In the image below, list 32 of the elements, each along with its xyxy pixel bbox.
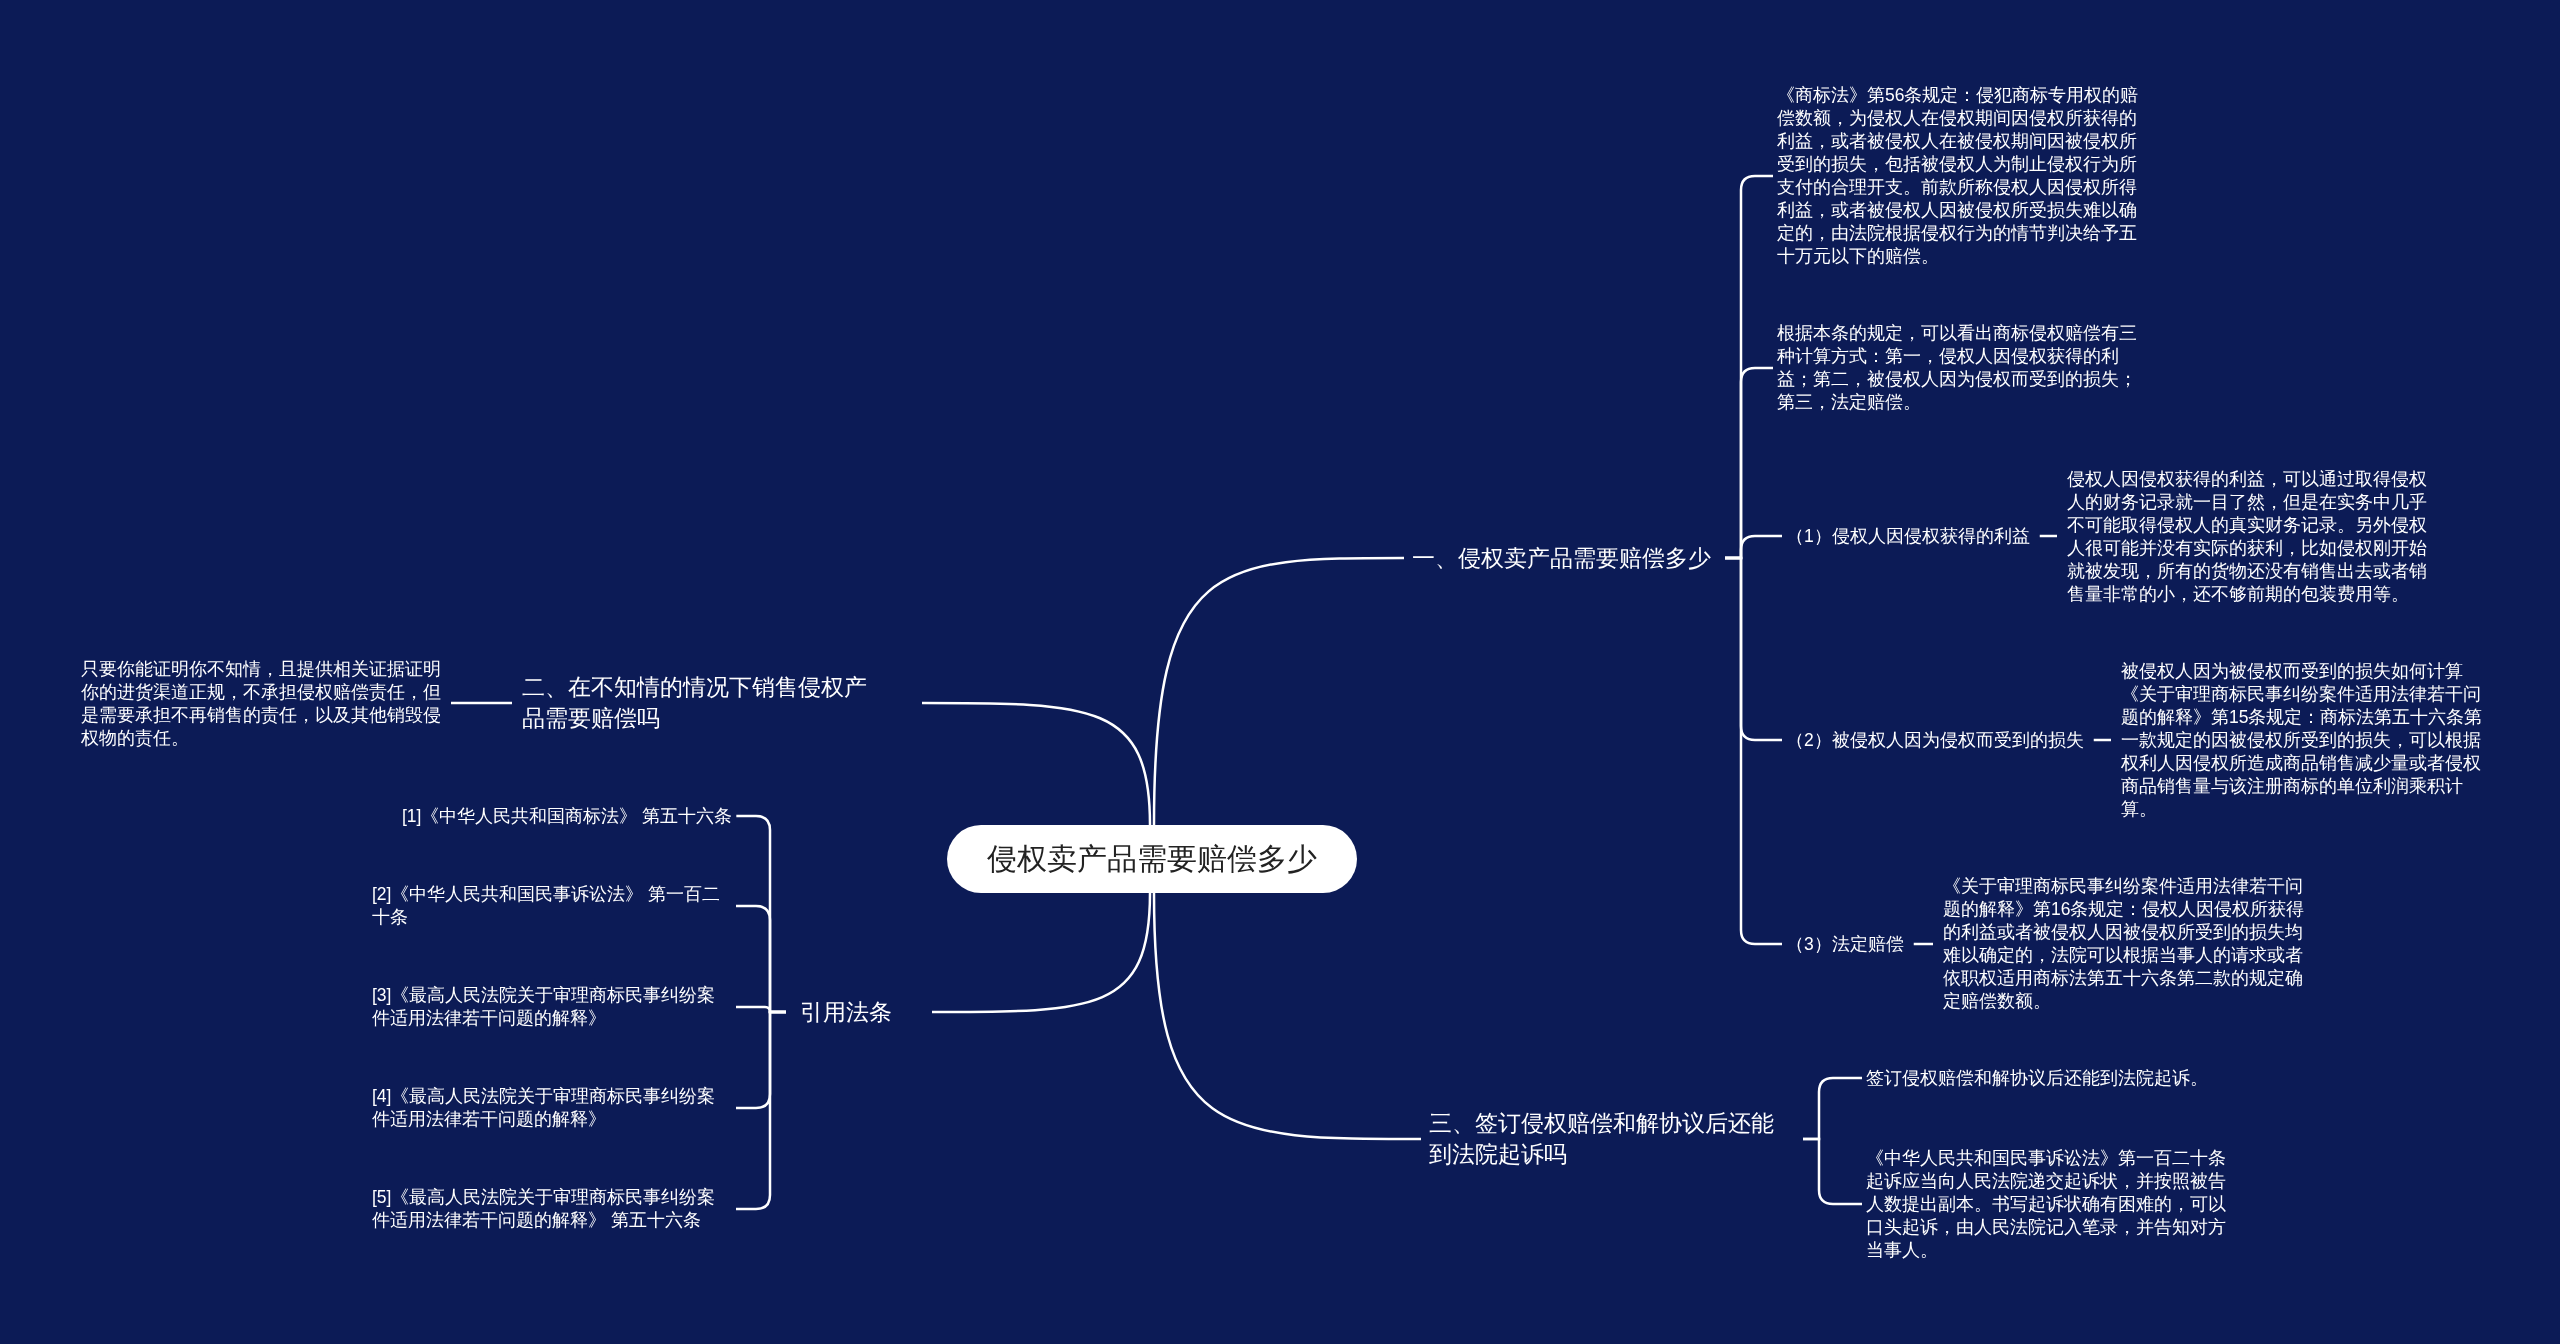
- connector-line: [922, 701, 1152, 826]
- topic-text: 根据本条的规定，可以看出商标侵权赔偿有三种计算方式：第一，侵权人因侵权获得的利益；第二，被侵权人因为侵权而受到的损失；第三，法定赔偿。: [1777, 322, 2142, 414]
- connector-line: [1725, 556, 1782, 946]
- connector-line: [1152, 892, 1421, 1141]
- connector-line: [451, 701, 512, 705]
- topic-text: [4]《最高人民法院关于审理商标民事纠纷案件适用法律若干问题的解释》: [372, 1085, 732, 1131]
- topic-text: 只要你能证明你不知情，且提供相关证据证明你的进货渠道正规，不承担侵权赔偿责任，但是需要承担不再销售的责任，以及其他销毁侵权物的责任。: [81, 658, 441, 750]
- branch-topic: 二、在不知情的情况下销售侵权产品需要赔偿吗: [522, 672, 882, 734]
- branch-topic: 引用法条: [800, 996, 892, 1028]
- topic-text: 《关于审理商标民事纠纷案件适用法律若干问题的解释》第16条规定：侵权人因侵权所获得的利益或者被侵权人因被侵权所受到的损失均难以确定的，法院可以根据当事人的请求或者依职权适用商标法第五十六条第二款的规定确定赔偿数额。: [1943, 875, 2308, 1013]
- topic-text: 被侵权人因为被侵权而受到的损失如何计算《关于审理商标民事纠纷案件适用法律若干问题的解释》第15条规定：商标法第五十六条第一款规定的因被侵权所受到的损失，可以根据权利人因侵权所造成商品销售减少量或者侵权商品销售量与该注册商标的单位利润乘积计算。: [2121, 659, 2486, 821]
- connector-line: [1152, 556, 1404, 826]
- topic-text: [5]《最高人民法院关于审理商标民事纠纷案件适用法律若干问题的解释》 第五十六条: [372, 1186, 732, 1232]
- topic-text: [1]《中华人民共和国商标法》 第五十六条: [402, 804, 733, 828]
- topic-text: 《中华人民共和国民事诉讼法》第一百二十条起诉应当向人民法院递交起诉状，并按照被告人数提出副本。书写起诉状确有困难的，可以口头起诉，由人民法院记入笔录，并告知对方当事人。: [1866, 1146, 2231, 1262]
- topic-text: [2]《中华人民共和国民事诉讼法》 第一百二十条: [372, 883, 732, 929]
- connector-line: [2039, 534, 2057, 538]
- topic-text: （2）被侵权人因为侵权而受到的损失: [1786, 728, 2084, 752]
- connector-line: [736, 1010, 786, 1211]
- topic-text: 《商标法》第56条规定：侵犯商标专用权的赔偿数额，为侵权人在侵权期间因侵权所获得的利益，或者被侵权人在被侵权期间因被侵权所受到的损失，包括被侵权人为制止侵权行为所支付的合理开支。前款所称侵权人因侵权所得利益，或者被侵权人因被侵权所受损失难以确定的，由法院根据侵权行为的情节判决给予五十万元以下的赔偿。: [1777, 84, 2142, 268]
- topic-text: [3]《最高人民法院关于审理商标民事纠纷案件适用法律若干问题的解释》: [372, 984, 732, 1030]
- connector-line: [2093, 738, 2111, 742]
- connector-line: [1803, 1137, 1862, 1206]
- connector-line: [932, 892, 1152, 1014]
- central-topic: 侵权卖产品需要赔偿多少: [947, 825, 1357, 893]
- topic-text: 侵权人因侵权获得的利益，可以通过取得侵权人的财务记录就一目了然，但是在实务中几乎不可能取得侵权人的真实财务记录。另外侵权人很可能并没有实际的获利，比如侵权刚开始就被发现，所有的货物还没有销售出去或者销售量非常的小，还不够前期的包装费用等。: [2067, 468, 2432, 606]
- connector-line: [1913, 942, 1933, 946]
- topic-text: 签订侵权赔偿和解协议后还能到法院起诉。: [1866, 1066, 2208, 1090]
- branch-topic: 一、侵权卖产品需要赔偿多少: [1412, 542, 1711, 574]
- branch-topic: 三、签订侵权赔偿和解协议后还能到法院起诉吗: [1429, 1108, 1789, 1170]
- topic-text: （1）侵权人因侵权获得的利益: [1786, 524, 2030, 548]
- topic-text: （3）法定赔偿: [1786, 932, 1904, 956]
